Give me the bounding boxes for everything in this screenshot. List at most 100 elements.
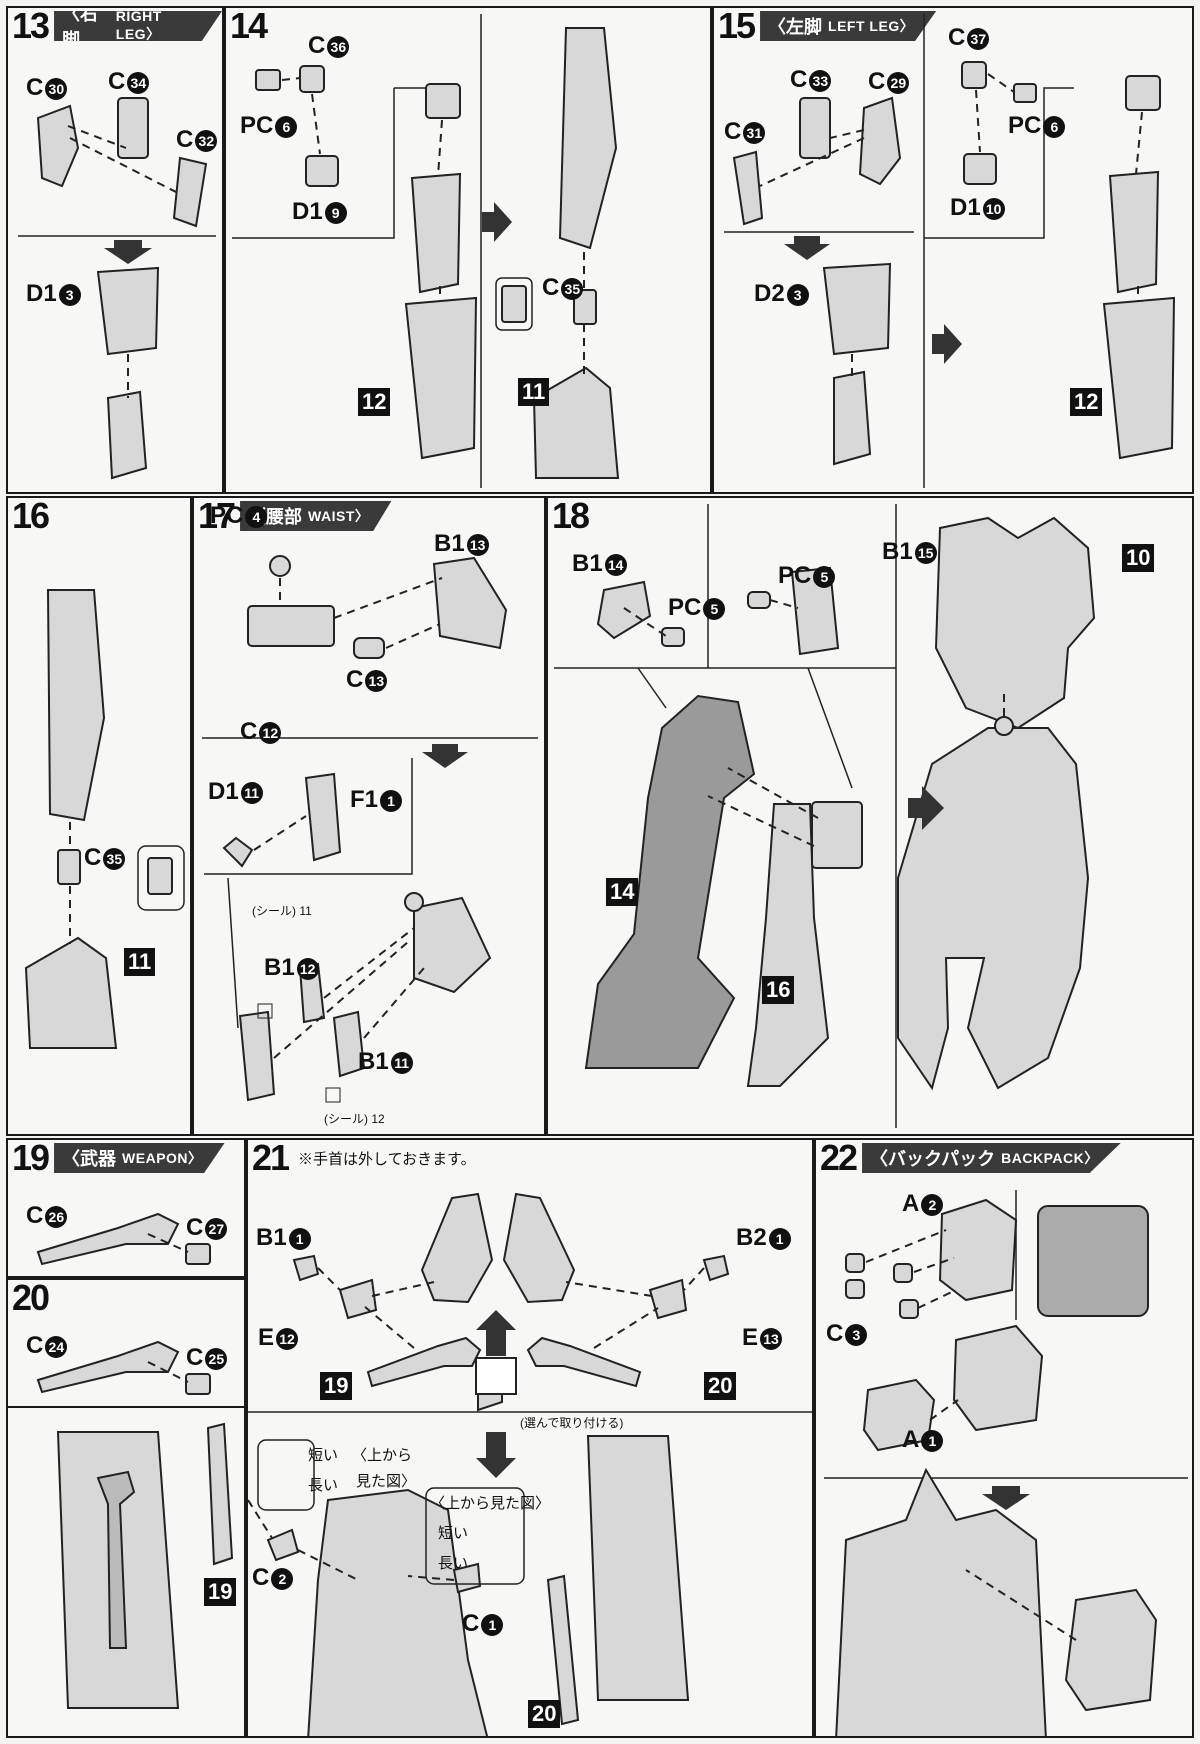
step-title-bar: 〈バックパック BACKPACK〉 <box>862 1143 1121 1173</box>
step-21-panel: 21 ※手首は外しておきます。 <box>246 1138 814 1738</box>
part-20b-tag: 20 <box>528 1700 561 1728</box>
part-11-tag: 11 <box>518 378 550 406</box>
long-note-1: 長い <box>308 1477 339 1494</box>
step-14-header: 14 <box>226 8 271 44</box>
step-20-art <box>36 1340 211 1395</box>
part-16-tag: 16 <box>762 976 795 1004</box>
wrist-note: ※手首は外しておきます。 <box>298 1150 476 1168</box>
title-en: BACKPACK〉 <box>1001 1150 1099 1166</box>
step-18-panel: 18 <box>546 496 1194 1136</box>
step-19-header: 19 〈武器 WEAPON〉 <box>8 1140 225 1176</box>
part-14-tag: 14 <box>606 878 639 906</box>
step-13-art <box>18 97 216 480</box>
step-number: 21 <box>248 1140 293 1176</box>
step-title-bar: 〈武器 WEAPON〉 <box>54 1143 225 1173</box>
step-19-art <box>36 1212 211 1266</box>
part-20-tag: 20 <box>704 1372 737 1400</box>
step-14-panel: 14 <box>224 6 712 494</box>
step-15-art <box>724 14 1176 488</box>
step-22-header: 22 〈バックパック BACKPACK〉 <box>816 1140 1121 1176</box>
short-note-2: 短い <box>438 1525 469 1542</box>
title-en: WEAPON〉 <box>122 1150 203 1166</box>
part-12-tag: 12 <box>358 388 391 416</box>
step-20-header: 20 <box>8 1280 53 1316</box>
step-number: 16 <box>8 498 53 534</box>
title-jp: 〈右脚 <box>62 6 99 50</box>
step-number: 17 <box>194 498 239 534</box>
step-number: 13 <box>8 8 53 44</box>
choose-note: (選んで取り付ける) <box>520 1416 624 1430</box>
step-18-art <box>554 504 1096 1128</box>
part-12-tag: 12 <box>1070 388 1103 416</box>
seal-note-11: (シール) 11 <box>252 904 312 918</box>
top-view-note-2: 〈上から見た図〉 <box>430 1495 551 1512</box>
title-en: LEFT LEG〉 <box>828 18 915 34</box>
step-18-header: 18 <box>548 498 593 534</box>
title-jp: 〈バックパック <box>870 1149 996 1169</box>
left-detail-art <box>56 1422 234 1709</box>
step-16-art <box>24 589 185 1049</box>
step-16-header: 16 <box>8 498 53 534</box>
short-note-1: 短い <box>308 1447 339 1464</box>
step-number: 15 <box>714 8 759 44</box>
step-21-art <box>248 1192 812 1736</box>
part-19-tag: 19 <box>320 1372 353 1400</box>
top-view-note-1: 〈上から <box>352 1447 413 1464</box>
step-21-header: 21 ※手首は外しておきます。 <box>248 1140 476 1176</box>
step-21-left-extension: 19 <box>6 1408 246 1738</box>
title-jp: 〈武器 <box>62 1149 117 1169</box>
step-number: 19 <box>8 1140 53 1176</box>
step-number: 22 <box>816 1140 861 1176</box>
step-number: 14 <box>226 8 271 44</box>
part-11-tag: 11 <box>124 948 156 976</box>
step-17-art <box>202 555 538 1103</box>
top-view-note-1b: 見た図〉 <box>356 1473 417 1490</box>
step-14-art <box>232 14 620 488</box>
step-22-panel: 22 〈バックパック BACKPACK〉 <box>814 1138 1194 1738</box>
step-number: 18 <box>548 498 593 534</box>
